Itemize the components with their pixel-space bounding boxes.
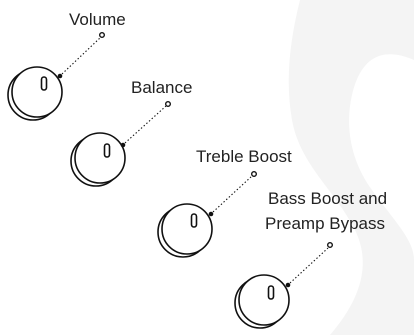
balance-knob bbox=[70, 132, 126, 187]
bass-boost-label-line-1: Bass Boost and bbox=[268, 189, 387, 208]
treble-boost-pointer-dot bbox=[208, 211, 214, 217]
balance-label: Balance bbox=[131, 78, 192, 97]
volume-pointer-dot bbox=[57, 73, 63, 79]
balance-leader-end-dot bbox=[164, 100, 171, 107]
volume-indicator bbox=[40, 76, 48, 91]
bass-boost-leader-line bbox=[289, 247, 329, 284]
volume-leader-line bbox=[61, 36, 102, 75]
bass-boost-leader-end-dot bbox=[327, 241, 334, 248]
balance-indicator bbox=[103, 143, 111, 158]
volume-knob bbox=[7, 66, 63, 121]
bass-boost-indicator bbox=[267, 285, 275, 300]
treble-boost-knob bbox=[157, 203, 213, 258]
volume-label: Volume bbox=[69, 10, 126, 29]
balance-leader-line bbox=[124, 105, 167, 144]
volume-leader-end-dot bbox=[98, 32, 105, 39]
treble-boost-leader-line bbox=[212, 175, 253, 213]
bass-boost-label-line-2: Preamp Bypass bbox=[265, 214, 385, 233]
bass-boost-pointer-dot bbox=[285, 282, 291, 288]
treble-boost-indicator bbox=[190, 213, 198, 228]
background-watermark bbox=[288, 0, 414, 335]
treble-boost-label: Treble Boost bbox=[196, 147, 292, 166]
treble-boost-leader-end-dot bbox=[250, 170, 257, 177]
bass-boost-preamp-bypass-knob bbox=[234, 274, 290, 329]
balance-pointer-dot bbox=[120, 142, 126, 148]
